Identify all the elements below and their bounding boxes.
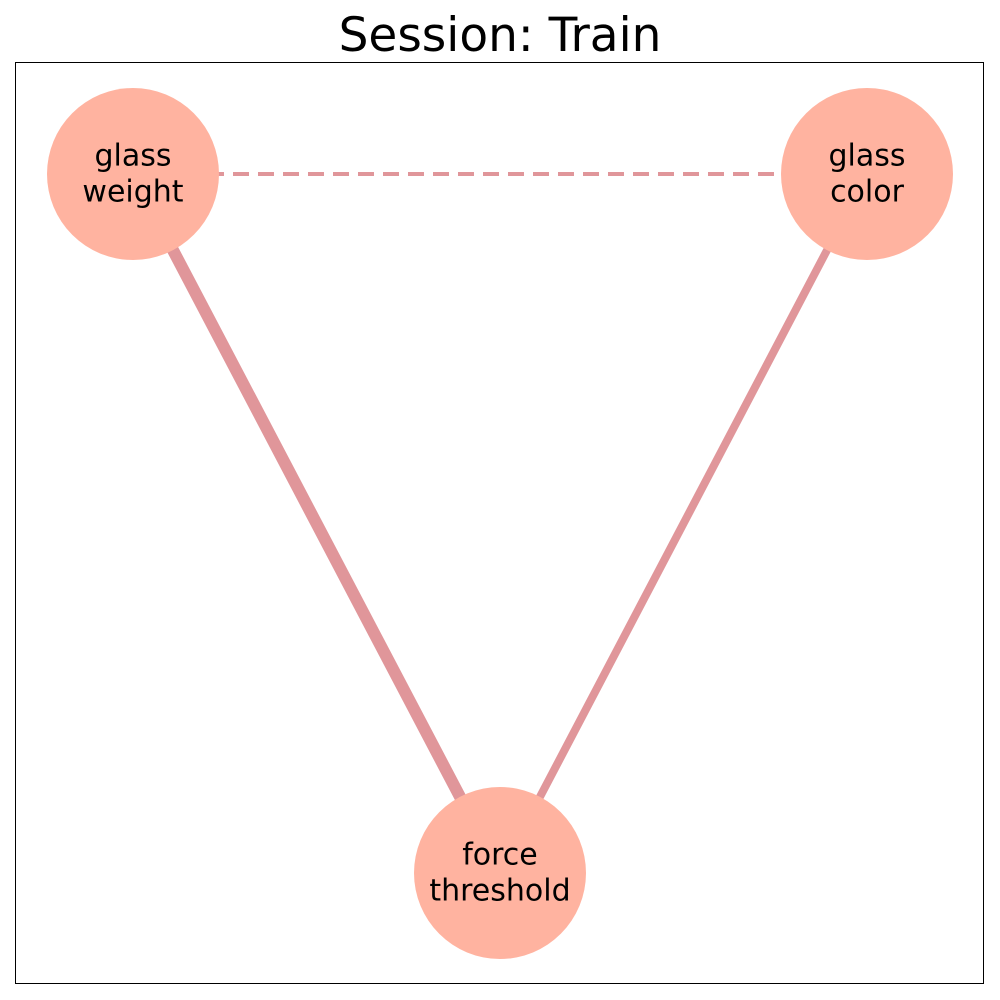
diagram-title: Session: Train: [338, 8, 662, 63]
node-circle: [47, 88, 219, 260]
plot-frame: [15, 62, 984, 984]
node-label: glass: [828, 139, 905, 174]
node-circle: [414, 787, 586, 959]
node-label: glass: [94, 139, 171, 174]
node-label: color: [830, 175, 905, 210]
node-circle: [781, 88, 953, 260]
node-label: threshold: [429, 874, 570, 909]
edge-glass-weight-force-threshold: [127, 171, 506, 876]
edge-glass-color-force-threshold: [496, 172, 871, 875]
node-label: force: [462, 838, 538, 873]
edges-layer: [127, 171, 871, 876]
node-label: weight: [82, 175, 183, 210]
